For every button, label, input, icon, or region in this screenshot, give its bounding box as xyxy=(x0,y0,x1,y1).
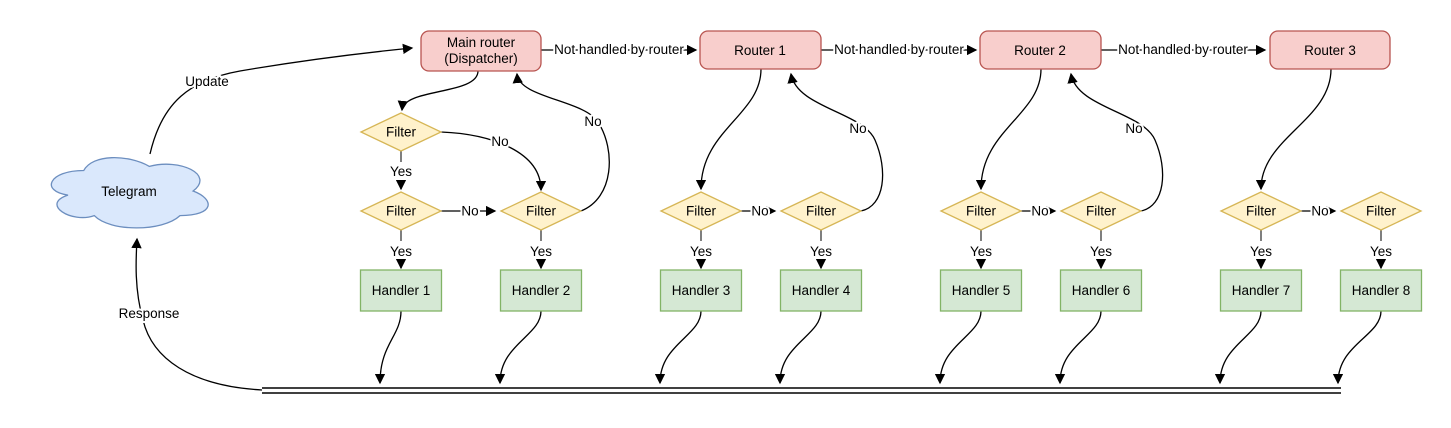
edge-handler2-out xyxy=(494,310,542,385)
main-router-label-line2: (Dispatcher) xyxy=(444,51,518,66)
router3-node xyxy=(1269,30,1391,70)
router1-label: Router 1 xyxy=(734,43,786,58)
yes-label: Yes xyxy=(690,244,712,259)
handler2-label: Handler 2 xyxy=(512,283,571,298)
edge-top-filter-no xyxy=(440,131,547,192)
filter-label: Filter xyxy=(386,204,417,219)
telegram-label: Telegram xyxy=(101,184,157,199)
filter-label: Filter xyxy=(526,204,557,219)
handler7-label: Handler 7 xyxy=(1232,283,1291,298)
edge-router2-to-filter xyxy=(975,68,1042,191)
update-label: Update xyxy=(185,74,229,89)
edge-handler1-out xyxy=(374,310,402,385)
handler5-label: Handler 5 xyxy=(952,283,1011,298)
filter-node-1 xyxy=(359,191,443,231)
main-router-label-line1: Main router xyxy=(447,35,516,50)
filter-label: Filter xyxy=(1366,204,1397,219)
edge-router3-to-filter xyxy=(1255,68,1332,191)
filter-node-7 xyxy=(1219,191,1303,231)
no-label: No xyxy=(1031,204,1048,219)
yes-label: Yes xyxy=(390,164,412,179)
handler7-node xyxy=(1219,269,1303,312)
no-label: No xyxy=(849,121,866,136)
yes-label: Yes xyxy=(810,244,832,259)
edge-response xyxy=(131,237,263,391)
filter-label: Filter xyxy=(1246,204,1277,219)
handler8-node xyxy=(1339,269,1423,312)
filter-node-6 xyxy=(1059,191,1143,231)
edge-router1-to-filter xyxy=(695,68,762,191)
handler1-node xyxy=(359,269,443,312)
handler8-label: Handler 8 xyxy=(1352,283,1411,298)
filter-node-3 xyxy=(659,191,743,231)
filter-node-main-top xyxy=(359,112,443,152)
filter-label: Filter xyxy=(686,204,717,219)
main-router-node xyxy=(420,30,542,72)
not-handled-label-2: Not handled by router xyxy=(834,42,964,57)
no-label: No xyxy=(1125,121,1142,136)
handler2-node xyxy=(499,269,583,312)
filter-node-2 xyxy=(499,191,583,231)
yes-label: Yes xyxy=(1090,244,1112,259)
handler5-node xyxy=(939,269,1023,312)
filter-node-8 xyxy=(1339,191,1423,231)
yes-label: Yes xyxy=(970,244,992,259)
handler6-label: Handler 6 xyxy=(1072,283,1131,298)
handler4-node xyxy=(779,269,863,312)
filter-label: Filter xyxy=(386,125,417,140)
filter-node-4 xyxy=(779,191,863,231)
edge-handler5-out xyxy=(934,310,982,385)
not-handled-label-1: Not handled by router xyxy=(554,42,684,57)
no-label: No xyxy=(584,114,601,129)
filter-label: Filter xyxy=(1086,204,1117,219)
no-label: No xyxy=(491,134,508,149)
response-label: Response xyxy=(119,306,180,321)
edge-return-no-dispatcher xyxy=(512,72,610,212)
router2-node xyxy=(979,30,1102,70)
yes-label: Yes xyxy=(1250,244,1272,259)
edge-handler4-out xyxy=(774,310,822,385)
router1-node xyxy=(699,30,822,70)
telegram-cloud xyxy=(50,156,209,229)
filter-node-5 xyxy=(939,191,1023,231)
edge-dispatcher-to-filter xyxy=(397,70,479,112)
no-label: No xyxy=(751,204,768,219)
handler1-label: Handler 1 xyxy=(372,283,431,298)
router3-label: Router 3 xyxy=(1304,43,1356,58)
edge-handler6-out xyxy=(1054,310,1102,385)
filter-label: Filter xyxy=(966,204,997,219)
handler3-node xyxy=(659,269,743,312)
edge-update xyxy=(149,43,414,155)
handler4-label: Handler 4 xyxy=(792,283,851,298)
edge-return-no-router2 xyxy=(1067,72,1164,212)
yes-label: Yes xyxy=(1370,244,1392,259)
not-handled-label-3: Not handled by router xyxy=(1118,42,1248,57)
filter-label: Filter xyxy=(806,204,837,219)
router2-label: Router 2 xyxy=(1014,43,1066,58)
edge-handler7-out xyxy=(1214,310,1262,385)
no-label: No xyxy=(461,204,478,219)
handler6-node xyxy=(1059,269,1143,312)
edge-handler8-out xyxy=(1332,310,1382,385)
handler3-label: Handler 3 xyxy=(672,283,731,298)
yes-label: Yes xyxy=(390,244,412,259)
edge-handler3-out xyxy=(654,310,702,385)
edge-return-no-router1 xyxy=(787,72,884,212)
yes-label: Yes xyxy=(530,244,552,259)
no-label: No xyxy=(1311,204,1328,219)
